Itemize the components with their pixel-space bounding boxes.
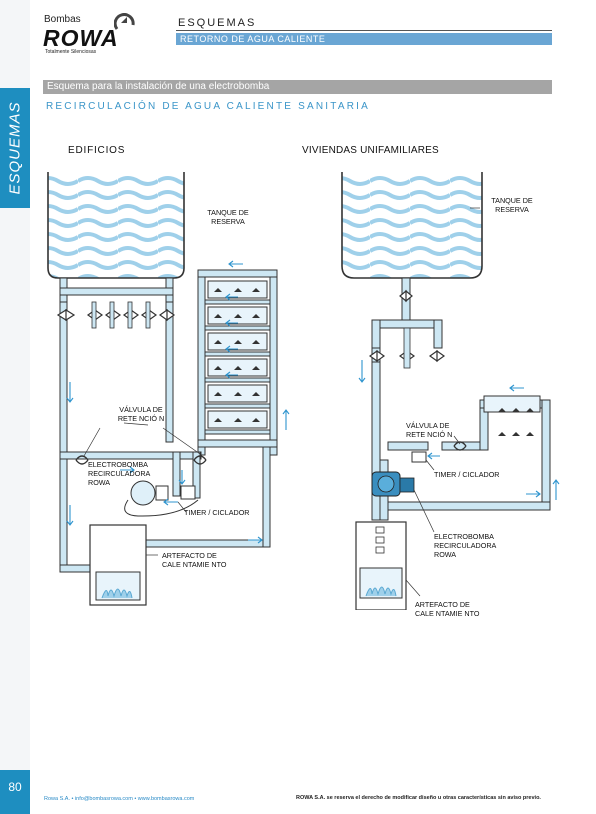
left-timer-label: TIMER / CICLADOR (184, 508, 250, 517)
left-building-diagram (47, 172, 290, 606)
left-pump-label: ELECTROBOMBA RECIRCULADORA ROWA (88, 460, 151, 487)
left-heater-label: ARTEFACTO DE CALE NTAMIE NTO (162, 551, 227, 569)
diagram-heading: RECIRCULACIÓN DE AGUA CALIENTE SANITARIA (46, 101, 370, 112)
right-house-diagram (341, 172, 560, 610)
right-valve-label: VÁLVULA DE RETE NCIÓ N (406, 421, 453, 439)
left-tank-label: TANQUE DE RESERVA (207, 208, 249, 226)
page-number-box (0, 770, 30, 814)
subtitle-bar (176, 33, 552, 45)
side-section-tab: ESQUEMAS (0, 88, 30, 208)
footer-disclaimer: ROWA S.A. se reserva el derecho de modif… (296, 795, 541, 801)
header-rule (176, 30, 552, 31)
intro-bar (43, 80, 552, 94)
side-tab-label: ESQUEMAS (6, 101, 24, 195)
right-pump-label: ELECTROBOMBA RECIRCULADORA ROWA (434, 532, 497, 559)
brand-tagline: Totalmente Silenciosas (45, 49, 97, 55)
brand-prefix: Bombas (44, 14, 81, 25)
page-number: 80 (8, 780, 22, 794)
logo-swirl-icon (114, 13, 135, 30)
section-title: ESQUEMAS (178, 17, 257, 29)
subtitle-text: RETORNO DE AGUA CALIENTE (180, 34, 326, 44)
right-timer-label: TIMER / CICLADOR (434, 470, 500, 479)
left-valve-label: VÁLVULA DE RETE NCIÓ N (117, 405, 165, 423)
right-diagram-title: VIVIENDAS UNIFAMILIARES (302, 145, 439, 156)
brand-logo-text: ROWA (43, 25, 119, 51)
footer-contact: Rowa S.A. • info@bombasrowa.com • www.bo… (44, 796, 195, 802)
left-diagram-title: EDIFICIOS (68, 145, 126, 156)
right-heater-label: ARTEFACTO DE CALE NTAMIE NTO (415, 600, 480, 618)
right-tank-label: TANQUE DE RESERVA (491, 196, 533, 214)
intro-bar-text: Esquema para la instalación de una elect… (47, 81, 270, 92)
